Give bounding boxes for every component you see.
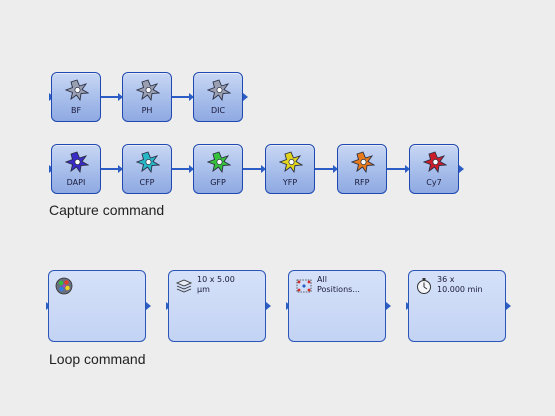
connector-arrow (387, 165, 410, 173)
connector-arrow (101, 165, 123, 173)
loop-text: All Positions... (317, 275, 360, 294)
output-arrow (506, 302, 511, 310)
z-stack-icon (175, 279, 193, 293)
cell-nucleus (216, 159, 223, 165)
capture-label: GFP (210, 178, 226, 187)
capture-tile-ph[interactable]: PH (122, 72, 172, 122)
loop-caption: Loop command (49, 351, 146, 367)
capture-label: PH (141, 106, 153, 115)
cell-icon (65, 151, 89, 173)
capture-tile-cfp[interactable]: CFP (122, 144, 172, 194)
cell-nucleus (145, 87, 152, 93)
capture-label: Cy7 (426, 178, 442, 187)
output-arrow (146, 302, 151, 310)
cell-icon (136, 151, 160, 173)
output-arrow (459, 165, 464, 173)
cell-nucleus (288, 159, 295, 165)
capture-tile-gfp[interactable]: GFP (193, 144, 243, 194)
cell-icon (279, 151, 303, 173)
palette-icon (55, 277, 73, 295)
positions-icon (296, 279, 312, 293)
cell-icon (423, 151, 447, 173)
cell-icon (136, 79, 160, 101)
connector-arrow (315, 165, 338, 173)
connector-arrow (172, 93, 194, 101)
loop-text: 10 x 5.00 µm (197, 275, 235, 294)
capture-tile-dapi[interactable]: DAPI (51, 144, 101, 194)
output-arrow (243, 93, 248, 101)
cell-icon (207, 151, 231, 173)
capture-tile-rfp[interactable]: RFP (337, 144, 387, 194)
connector-arrow (101, 93, 123, 101)
cell-nucleus (74, 159, 81, 165)
capture-label: CFP (139, 178, 155, 187)
capture-caption: Capture command (49, 202, 165, 218)
cell-nucleus (360, 159, 367, 165)
capture-tile-yfp[interactable]: YFP (265, 144, 315, 194)
cell-nucleus (432, 159, 439, 165)
loop-box-timelapse[interactable]: 36 x 10.000 min (408, 270, 506, 342)
output-arrow (386, 302, 391, 310)
output-arrow (266, 302, 271, 310)
loop-box-positions[interactable]: All Positions... (288, 270, 386, 342)
loop-text: 36 x 10.000 min (437, 275, 483, 294)
loop-box-palette[interactable] (48, 270, 146, 342)
cell-nucleus (145, 159, 152, 165)
cell-nucleus (74, 87, 81, 93)
capture-label: BF (70, 106, 82, 115)
cell-icon (351, 151, 375, 173)
connector-arrow (243, 165, 266, 173)
cell-nucleus (216, 87, 223, 93)
capture-label: DAPI (66, 178, 86, 187)
capture-tile-bf[interactable]: BF (51, 72, 101, 122)
capture-tile-dic[interactable]: DIC (193, 72, 243, 122)
cell-icon (65, 79, 89, 101)
capture-label: YFP (282, 178, 298, 187)
stopwatch-icon (417, 278, 431, 294)
loop-box-z-stack[interactable]: 10 x 5.00 µm (168, 270, 266, 342)
capture-label: DIC (210, 106, 226, 115)
connector-arrow (172, 165, 194, 173)
capture-label: RFP (354, 178, 370, 187)
cell-icon (207, 79, 231, 101)
capture-tile-cy7[interactable]: Cy7 (409, 144, 459, 194)
